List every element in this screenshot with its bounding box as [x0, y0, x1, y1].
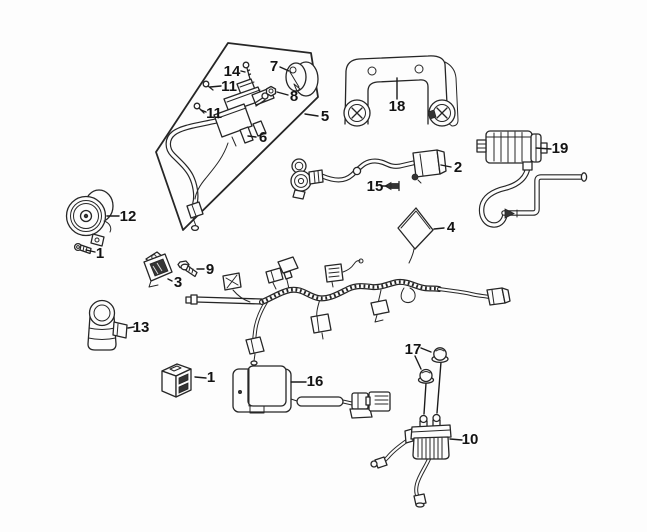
part-4-pad — [397, 207, 434, 264]
part-14-screw — [242, 61, 252, 80]
part-6-pump-assembly — [168, 78, 275, 232]
callout-11-upper: 11 — [221, 78, 237, 95]
part-15-screw — [384, 180, 400, 192]
part-18-bracket — [343, 55, 459, 127]
leader-lines — [85, 66, 552, 441]
part-1-screw — [73, 242, 92, 255]
part-5-panel-outline — [155, 42, 319, 231]
part-1-relay — [161, 363, 192, 398]
callout-1-relay: 1 — [207, 369, 215, 386]
part-12-horn — [65, 189, 114, 247]
callout-10: 10 — [462, 431, 479, 448]
callout-8: 8 — [290, 88, 298, 105]
callout-6: 6 — [259, 129, 267, 146]
part-16-regulator — [232, 365, 391, 419]
part-11-screw-lower — [193, 102, 205, 114]
callout-3: 3 — [174, 274, 182, 291]
part-17-nuts — [417, 347, 449, 415]
callout-4: 4 — [447, 219, 456, 236]
part-19-canister — [476, 130, 588, 225]
part-3-bracket — [143, 251, 173, 288]
callout-18: 18 — [389, 98, 406, 115]
callout-16: 16 — [307, 373, 324, 390]
callout-12: 12 — [120, 208, 137, 225]
wire-harness — [185, 256, 511, 366]
callout-5: 5 — [321, 108, 329, 125]
part-11-screw-upper — [202, 80, 214, 91]
callout-14: 14 — [224, 63, 241, 80]
callout-15: 15 — [367, 178, 384, 195]
callout-2: 2 — [454, 159, 462, 176]
part-13-cylinder — [87, 299, 128, 351]
part-10-ignition-coil — [370, 413, 452, 508]
callout-7: 7 — [270, 58, 278, 75]
callout-13: 13 — [133, 319, 150, 336]
part-2-sensor-cable — [290, 149, 447, 200]
callout-labels: 14 11 7 8 5 6 11 12 1 18 19 2 15 4 9 3 1… — [96, 58, 569, 448]
callout-9: 9 — [206, 261, 214, 278]
callout-19: 19 — [552, 140, 569, 157]
part-9-screw — [177, 260, 198, 278]
part-8-nut — [261, 85, 277, 100]
callout-11-lower: 11 — [206, 105, 222, 122]
part-7-sender-unit — [285, 61, 319, 97]
callout-17: 17 — [405, 341, 422, 358]
callout-1-screw: 1 — [96, 245, 104, 262]
